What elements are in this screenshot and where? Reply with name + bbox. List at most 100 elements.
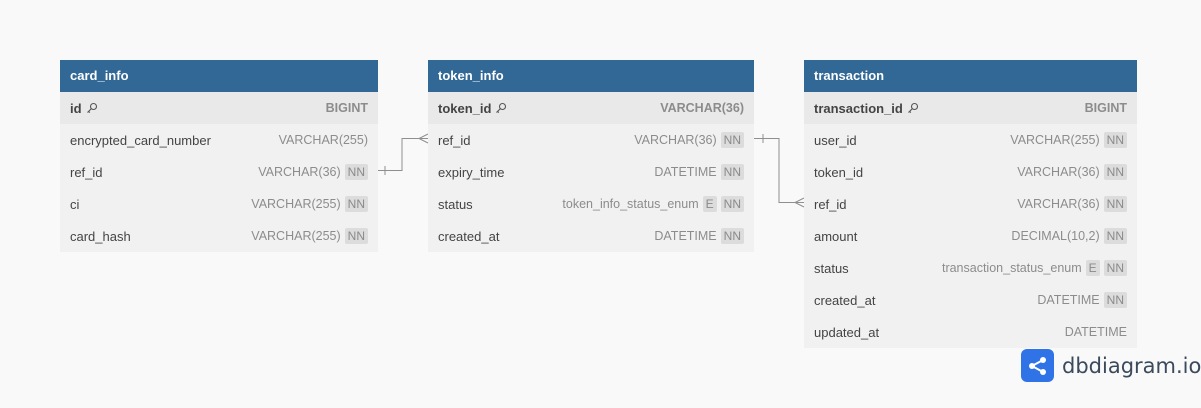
column-type: transaction_status_enum: [941, 261, 1082, 275]
column-type: token_info_status_enum: [562, 197, 699, 211]
not-null-badge: NN: [1103, 228, 1127, 244]
column-name: created_at: [814, 292, 876, 308]
column-type-group: VARCHAR(255)NN: [251, 228, 368, 244]
not-null-badge: NN: [344, 196, 368, 212]
column-name-group: card_hash: [70, 229, 131, 244]
column-row[interactable]: token_id VARCHAR(36): [428, 92, 754, 124]
table-header[interactable]: token_info: [428, 60, 754, 92]
not-null-badge: NN: [720, 228, 744, 244]
column-name-group: token_id: [814, 165, 863, 180]
column-type: VARCHAR(36): [1017, 165, 1100, 179]
column-name: expiry_time: [438, 164, 505, 180]
column-name-group: ref_id: [438, 133, 471, 148]
column-name: encrypted_card_number: [70, 132, 211, 148]
column-row[interactable]: updated_at DATETIME: [804, 316, 1137, 348]
column-name: card_hash: [70, 228, 131, 244]
column-name-group: ci: [70, 197, 79, 212]
column-name-group: ref_id: [70, 165, 103, 180]
table-header[interactable]: transaction: [804, 60, 1137, 92]
not-null-badge: NN: [1103, 164, 1127, 180]
key-icon: [907, 102, 919, 114]
key-icon: [495, 102, 507, 114]
column-type: DATETIME: [1064, 325, 1127, 339]
column-type-group: VARCHAR(255)NN: [1010, 132, 1127, 148]
column-name: ref_id: [70, 164, 103, 180]
column-name-group: transaction_id: [814, 101, 919, 116]
not-null-badge: NN: [1103, 292, 1127, 308]
not-null-badge: NN: [1103, 196, 1127, 212]
key-icon: [86, 102, 98, 114]
column-name: user_id: [814, 132, 857, 148]
column-type: VARCHAR(255): [278, 133, 368, 147]
column-type: DATETIME: [654, 165, 717, 179]
column-name: status: [814, 260, 849, 276]
column-name: updated_at: [814, 324, 880, 340]
column-type-group: DATETIME: [1065, 325, 1127, 339]
column-name-group: created_at: [438, 229, 499, 244]
column-name-group: encrypted_card_number: [70, 133, 211, 148]
enum-badge: E: [1085, 260, 1100, 276]
column-name-group: status: [814, 261, 849, 276]
column-row[interactable]: ref_id VARCHAR(36)NN: [60, 156, 378, 188]
column-type-group: BIGINT: [1085, 101, 1127, 115]
table-header[interactable]: card_info: [60, 60, 378, 92]
column-name: status: [438, 196, 473, 212]
not-null-badge: NN: [720, 196, 744, 212]
column-name: id: [70, 100, 82, 116]
not-null-badge: NN: [1103, 260, 1127, 276]
column-row[interactable]: transaction_id BIGINT: [804, 92, 1137, 124]
column-type-group: DECIMAL(10,2)NN: [1011, 228, 1127, 244]
relationship-card-info-token-info[interactable]: [378, 133, 429, 175]
column-type: VARCHAR(36): [660, 101, 744, 115]
column-row[interactable]: ref_id VARCHAR(36)NN: [428, 124, 754, 156]
enum-badge: E: [702, 196, 717, 212]
not-null-badge: NN: [720, 164, 744, 180]
column-name-group: updated_at: [814, 325, 879, 340]
column-row[interactable]: ci VARCHAR(255)NN: [60, 188, 378, 220]
column-type: VARCHAR(255): [251, 229, 341, 243]
not-null-badge: NN: [344, 228, 368, 244]
column-type: BIGINT: [1084, 101, 1127, 115]
column-row[interactable]: token_id VARCHAR(36)NN: [804, 156, 1137, 188]
column-name: ref_id: [438, 132, 471, 148]
column-name-group: user_id: [814, 133, 857, 148]
brand-watermark[interactable]: dbdiagram.io: [1021, 349, 1201, 382]
column-type: BIGINT: [325, 101, 368, 115]
column-name: transaction_id: [814, 100, 903, 116]
column-type: VARCHAR(36): [634, 133, 717, 147]
column-type: VARCHAR(255): [251, 197, 341, 211]
column-row[interactable]: user_id VARCHAR(255)NN: [804, 124, 1137, 156]
column-row[interactable]: encrypted_card_number VARCHAR(255): [60, 124, 378, 156]
column-row[interactable]: amount DECIMAL(10,2)NN: [804, 220, 1137, 252]
relationship-token-info-transaction[interactable]: [754, 134, 805, 208]
column-name-group: amount: [814, 229, 857, 244]
column-row[interactable]: card_hash VARCHAR(255)NN: [60, 220, 378, 252]
column-name: ref_id: [814, 196, 847, 212]
column-row[interactable]: id BIGINT: [60, 92, 378, 124]
column-type-group: VARCHAR(36)NN: [634, 132, 744, 148]
column-type: DATETIME: [654, 229, 717, 243]
column-type-group: VARCHAR(36)NN: [258, 164, 368, 180]
column-type-group: BIGINT: [326, 101, 368, 115]
column-name: token_id: [814, 164, 864, 180]
column-type-group: VARCHAR(36)NN: [1017, 164, 1127, 180]
column-name-group: expiry_time: [438, 165, 504, 180]
brand-name: dbdiagram.io: [1062, 353, 1201, 378]
not-null-badge: NN: [344, 164, 368, 180]
column-type: VARCHAR(36): [258, 165, 341, 179]
column-name: ci: [70, 196, 80, 212]
column-name: token_id: [438, 100, 492, 116]
